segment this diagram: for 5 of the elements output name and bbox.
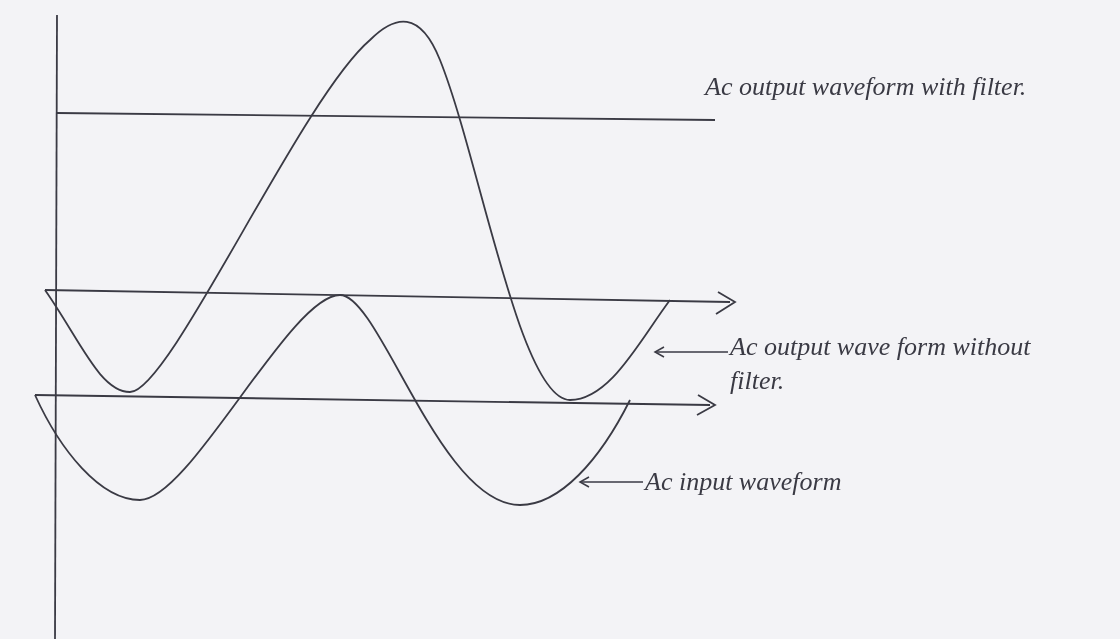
leader-arrow	[654, 346, 729, 358]
leader-arrow	[579, 476, 644, 488]
waveform-label: Ac input waveform	[645, 466, 843, 498]
waveform-label: Ac output waveform with filter.	[705, 71, 1028, 103]
waveform-label: Ac output wave form without filter.	[730, 331, 1032, 397]
